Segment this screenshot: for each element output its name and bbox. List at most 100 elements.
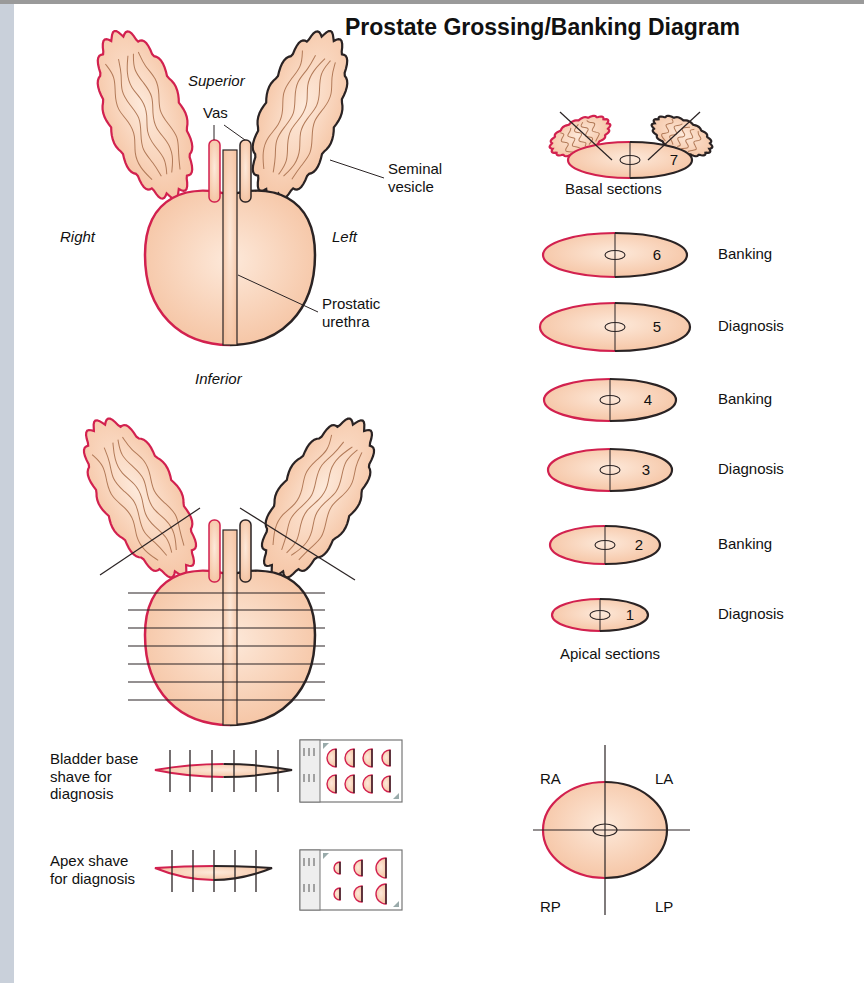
part-label: RP xyxy=(540,898,561,916)
part-label: Seminal vesicle xyxy=(388,160,463,195)
slide-mark xyxy=(314,858,315,892)
slide-label-area xyxy=(300,740,320,802)
shave-cut-line xyxy=(277,750,278,792)
vesicle-fold xyxy=(129,53,178,173)
vesicle-cut-line xyxy=(240,508,355,580)
slice-shape xyxy=(548,524,662,566)
urethra-section xyxy=(620,156,640,165)
part-label: Banking xyxy=(718,535,772,553)
section-slice: 3 xyxy=(546,447,674,493)
slice-margin xyxy=(552,599,600,631)
seminal-vesicle xyxy=(233,18,367,212)
part-label: Vas xyxy=(203,104,228,122)
slice-shape xyxy=(550,597,650,633)
vesicle-fold xyxy=(299,452,368,564)
shave-cut-line xyxy=(171,850,172,892)
tissue-piece xyxy=(327,775,336,793)
seminal-vesicle xyxy=(62,401,218,594)
tissue-edge xyxy=(335,749,336,767)
shave-cut-line xyxy=(234,850,235,892)
tissue-piece xyxy=(345,749,354,767)
vesicle-fold xyxy=(688,131,704,154)
tissue-edge xyxy=(353,775,354,793)
vas-deferens xyxy=(209,140,220,202)
orientation-label: Superior xyxy=(188,72,245,90)
vesicle-cut-line xyxy=(648,112,700,160)
vesicle-fold xyxy=(137,50,187,170)
part-label: LA xyxy=(655,770,673,788)
slice-face xyxy=(568,142,692,178)
slice-margin xyxy=(540,303,615,351)
section-slice: 6 xyxy=(541,231,689,279)
slice-face xyxy=(552,599,648,631)
tissue-piece xyxy=(376,858,386,878)
slide-corner xyxy=(393,793,399,799)
vesicle-fold xyxy=(667,121,682,144)
part-label: Diagnosis xyxy=(718,460,784,478)
section-line xyxy=(128,609,325,610)
vesicle-fold xyxy=(98,448,167,560)
glass-slide xyxy=(300,740,402,802)
section-slice: 1 xyxy=(550,597,650,633)
tissue-edge xyxy=(335,775,336,793)
section-line xyxy=(128,663,325,664)
slide-mark xyxy=(309,748,310,782)
slice-face xyxy=(550,526,660,564)
midline xyxy=(610,379,611,421)
shave-cut-line xyxy=(192,850,193,892)
slice-face xyxy=(540,303,690,351)
slide-mark xyxy=(304,748,305,782)
orientation-figure xyxy=(533,745,690,915)
vesicle-fold xyxy=(266,53,316,173)
leader-line xyxy=(330,160,384,178)
axis-line xyxy=(604,745,605,915)
section-line xyxy=(128,627,325,628)
part-label: Diagnosis xyxy=(718,605,784,623)
vesicle-fold xyxy=(291,447,359,558)
prostate-right-margin xyxy=(145,571,230,725)
leader-line xyxy=(224,125,245,140)
vesicle-outline xyxy=(240,401,396,594)
section-number: 6 xyxy=(653,247,661,264)
shave-cut-line xyxy=(213,850,214,892)
vesicle-fold xyxy=(681,128,696,151)
vas-deferens xyxy=(240,140,251,202)
section-slice: 7 xyxy=(566,140,694,180)
section-line xyxy=(128,699,325,700)
vesicle-cut-line xyxy=(560,112,612,160)
tissue-piece xyxy=(334,888,340,900)
tissue-piece xyxy=(345,775,354,793)
shave-tissue xyxy=(155,764,292,777)
slide-corner xyxy=(323,743,329,749)
section-number: 7 xyxy=(670,152,678,169)
section-line xyxy=(128,645,325,646)
vesicle-outline xyxy=(233,18,367,212)
tissue-edge xyxy=(371,749,372,767)
tissue-edge xyxy=(361,886,362,902)
vas-deferens xyxy=(209,520,220,582)
vesicle-outline xyxy=(62,401,218,594)
shave-margin xyxy=(214,866,273,880)
tissue-piece xyxy=(376,884,386,904)
slice-face xyxy=(548,449,672,491)
slice-margin xyxy=(605,526,660,564)
tissue-piece xyxy=(334,862,340,874)
section-number: 5 xyxy=(653,319,661,336)
urethra-section xyxy=(600,396,620,405)
tissue-piece xyxy=(327,749,336,767)
shave-cut-line xyxy=(189,750,190,792)
midline xyxy=(615,233,616,277)
midline xyxy=(615,303,616,351)
slide-mark xyxy=(304,858,305,892)
part-label: Apex shave for diagnosis xyxy=(50,852,142,887)
part-label: Prostatic urethra xyxy=(322,295,402,330)
tissue-piece xyxy=(382,776,390,792)
vesicle-fold xyxy=(284,59,333,179)
slice-face xyxy=(544,379,676,421)
shave-cut-line xyxy=(211,750,212,792)
tissue-piece xyxy=(382,750,390,766)
slice-shape xyxy=(541,231,689,279)
seminal-vesicle xyxy=(78,18,212,212)
slice-face xyxy=(543,233,687,277)
